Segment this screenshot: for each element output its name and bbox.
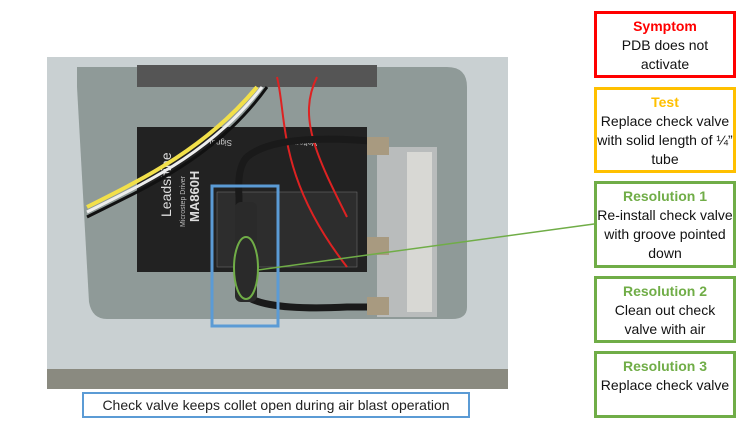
test-text: Replace check valve with solid length of…	[597, 113, 733, 167]
resolution-1-text: Re-install check valve with groove point…	[597, 207, 733, 261]
resolution-2-text: Clean out check valve with air	[614, 302, 716, 337]
driver-model-label: MA860H	[187, 171, 202, 222]
driver-signal-label: Signal	[210, 138, 232, 147]
resolution-1-title: Resolution 1	[622, 188, 707, 204]
resolution-2-title: Resolution 2	[622, 283, 707, 299]
symptom-title: Symptom	[633, 18, 697, 34]
symptom-box: Symptom PDB does not activate	[594, 11, 736, 78]
test-box: Test Replace check valve with solid leng…	[594, 87, 736, 173]
driver-subtitle-label: Microstep Driver	[180, 175, 187, 227]
resolution-3-title: Resolution 3	[622, 358, 707, 374]
photo-caption: Check valve keeps collet open during air…	[82, 392, 470, 418]
symptom-text: PDB does not activate	[621, 37, 709, 72]
check-valve-photo: Leadshine MA860H Microstep Driver Signal…	[47, 57, 508, 389]
resolution-2-box: Resolution 2 Clean out check valve with …	[594, 276, 736, 343]
resolution-3-text: Replace check valve	[600, 377, 730, 393]
test-title: Test	[651, 94, 679, 110]
resolution-1-box: Resolution 1 Re-install check valve with…	[594, 181, 736, 268]
resolution-3-box: Resolution 3 Replace check valve	[594, 351, 736, 418]
